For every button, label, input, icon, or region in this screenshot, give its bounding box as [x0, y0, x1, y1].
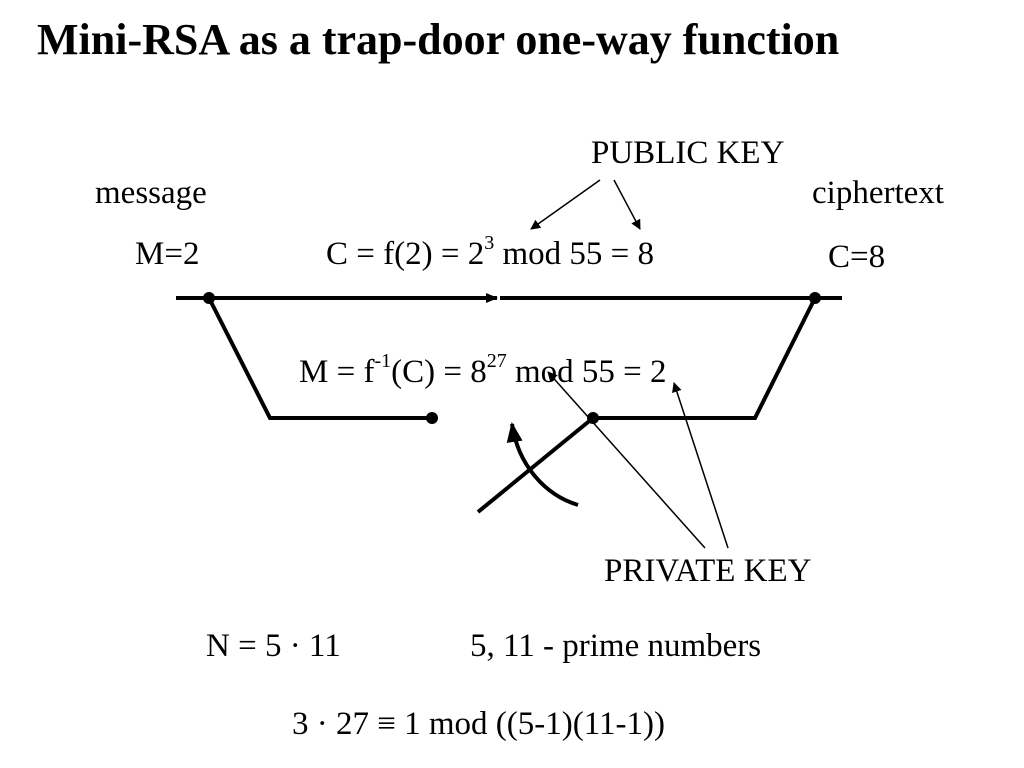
key-congruence: 3 · 27 ≡ 1 mod ((5-1)(11-1)) [292, 706, 665, 742]
message-label: message [95, 175, 207, 211]
public-key-label: PUBLIC KEY [591, 135, 785, 171]
encryption-exponent: 3 [484, 232, 495, 254]
trapdoor-switch-lever [476, 416, 595, 514]
private-key-label: PRIVATE KEY [604, 553, 812, 589]
decryption-inverse-exponent: -1 [374, 350, 392, 372]
slide-title: Mini-RSA as a trap-door one-way function [37, 15, 840, 64]
message-value: M=2 [135, 236, 200, 272]
decryption-rhs: mod 55 = 2 [506, 354, 667, 390]
primes-note: 5, 11 - prime numbers [470, 628, 762, 664]
public-key-arrow-exponent [613, 179, 641, 230]
ciphertext-value: C=8 [828, 239, 886, 275]
switch-rotation-arrow [506, 422, 579, 507]
public-key-arrow-base [530, 179, 601, 230]
trapdoor-left-node [426, 412, 438, 424]
inverse-path-right [593, 297, 817, 420]
encryption-formula: C = f(2) = 23 mod 55 = 8 [326, 233, 654, 272]
decryption-lhs-a: M = f [299, 354, 375, 390]
encryption-rhs: mod 55 = 8 [494, 236, 654, 272]
private-key-arrow-modulus [672, 382, 729, 549]
inverse-path-left [207, 297, 432, 420]
decryption-lhs-b: (C) = 8 [391, 354, 487, 390]
decryption-formula: M = f-1(C) = 827 mod 55 = 2 [299, 351, 667, 390]
modulus-equation: N = 5 · 11 [206, 628, 341, 664]
ciphertext-label: ciphertext [812, 175, 944, 211]
encryption-lhs: C = f(2) = 2 [326, 236, 485, 272]
private-key-arrow-exponent [547, 371, 706, 549]
decryption-exponent: 27 [486, 350, 507, 372]
